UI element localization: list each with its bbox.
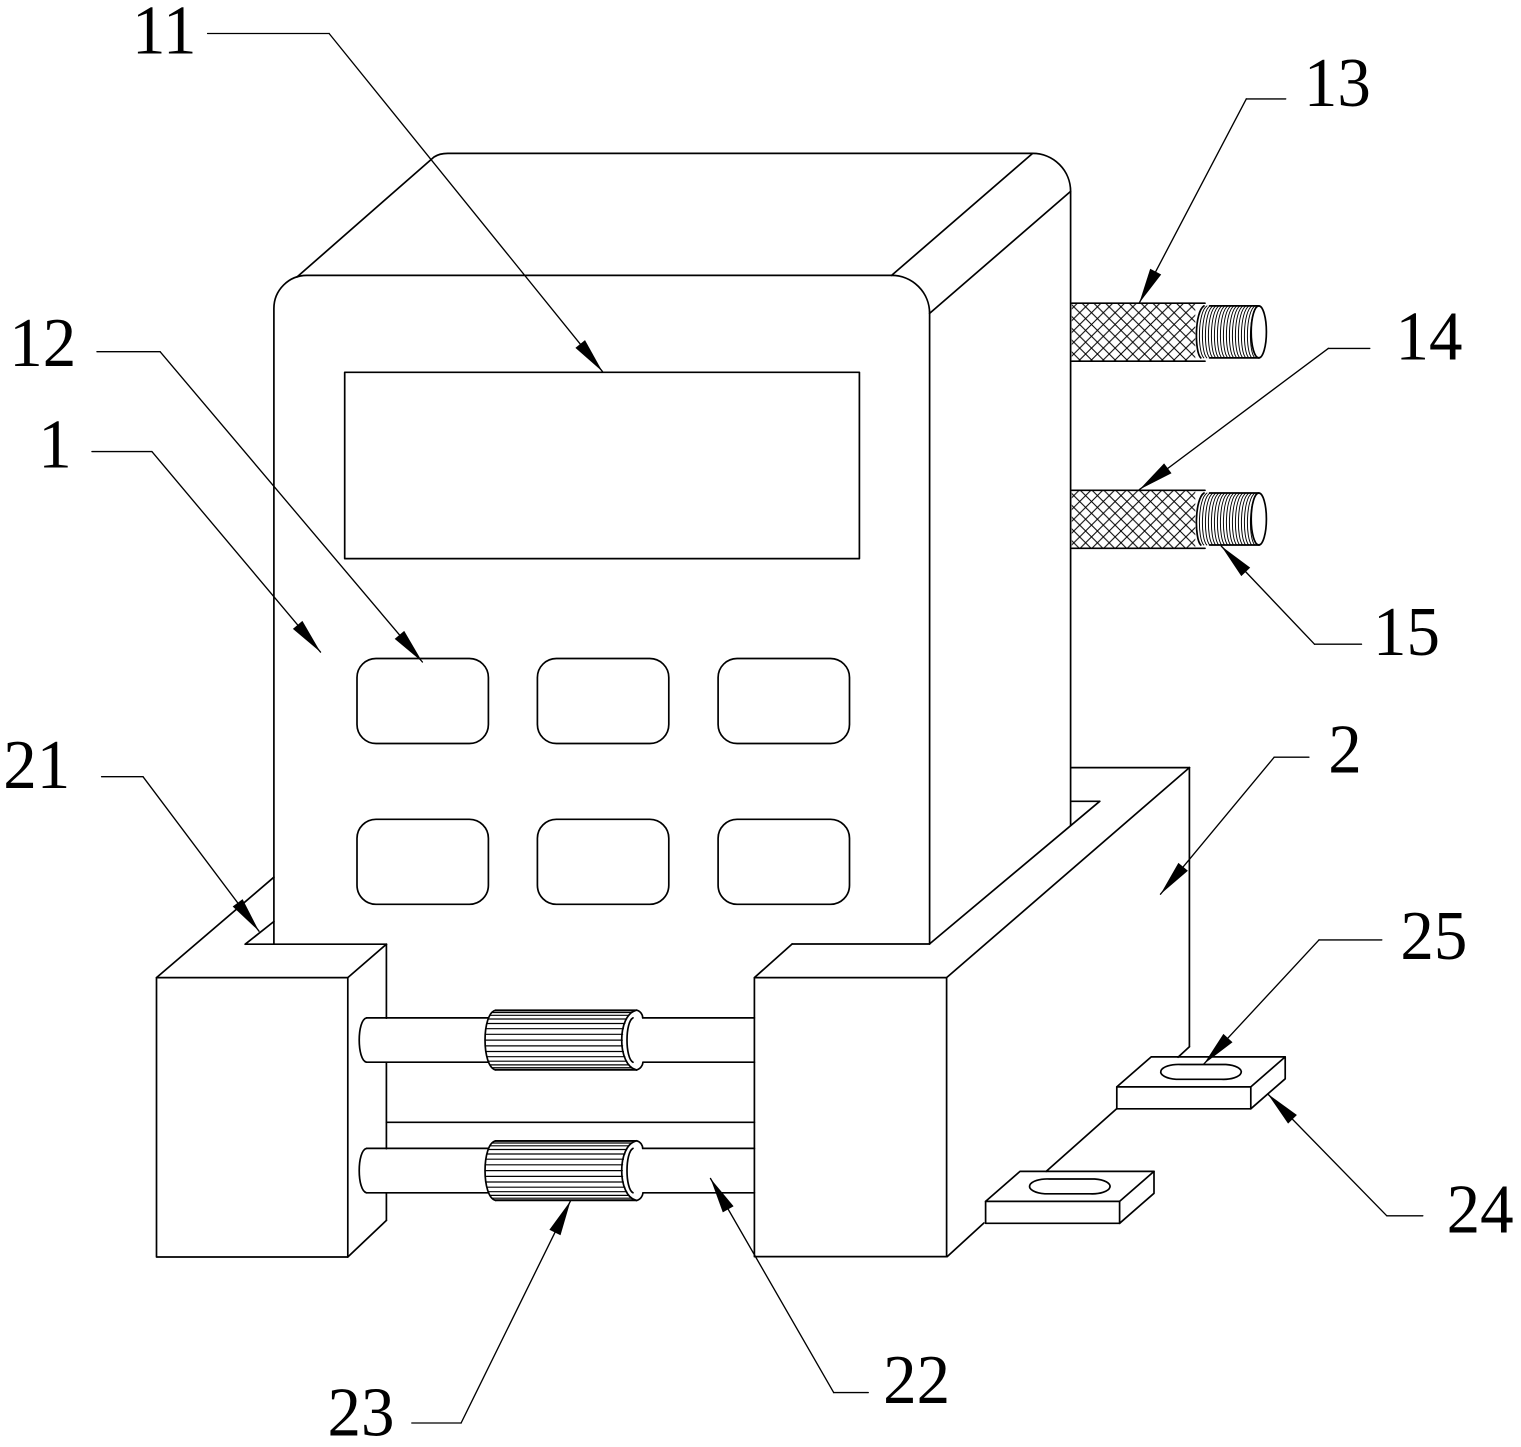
svg-text:2: 2 (1328, 710, 1361, 788)
svg-text:23: 23 (328, 1373, 395, 1447)
svg-text:24: 24 (1447, 1170, 1514, 1248)
svg-text:14: 14 (1396, 297, 1463, 375)
svg-text:22: 22 (883, 1341, 950, 1419)
svg-text:1: 1 (38, 405, 71, 483)
svg-text:11: 11 (132, 0, 197, 69)
svg-text:15: 15 (1373, 593, 1440, 671)
svg-text:13: 13 (1304, 44, 1371, 122)
svg-text:21: 21 (3, 726, 70, 804)
svg-text:25: 25 (1400, 897, 1467, 975)
svg-text:12: 12 (9, 304, 76, 382)
